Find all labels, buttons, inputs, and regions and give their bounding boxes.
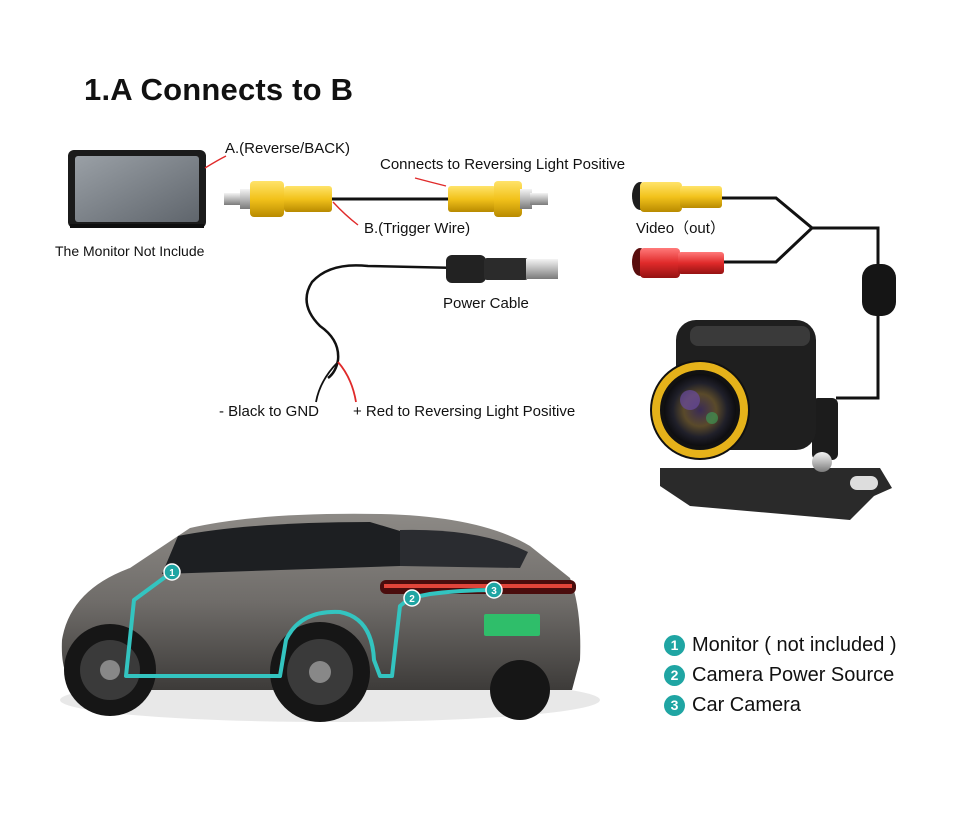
rca-connector-icon (632, 248, 724, 278)
car-marker-3-num: 3 (491, 586, 497, 597)
camera-icon (650, 320, 892, 520)
page-title: 1.A Connects to B (84, 72, 354, 107)
label-monitor-not-included: The Monitor Not Include (55, 243, 205, 259)
car-marker-1-num: 1 (169, 568, 175, 579)
label-black-gnd: - Black to GND (219, 403, 320, 420)
car-marker-2-num: 2 (409, 594, 415, 605)
monitor-icon (68, 150, 206, 228)
label-video-out: Video（out） (636, 220, 725, 237)
legend-item-car-camera: 3 Car Camera (664, 690, 897, 720)
car-marker-1: 1 (163, 563, 181, 581)
legend-text-car-camera: Car Camera (692, 693, 801, 716)
legend-item-monitor: 1 Monitor ( not included ) (664, 630, 897, 660)
rca-connector-icon (632, 182, 722, 212)
label-connects-positive: Connects to Reversing Light Positive (380, 156, 626, 173)
car-icon (60, 513, 600, 722)
legend-text-monitor: Monitor ( not included ) (692, 633, 897, 656)
legend-text-power-source: Camera Power Source (692, 663, 895, 686)
label-power-cable: Power Cable (443, 295, 529, 312)
rca-connector-icon (448, 181, 548, 217)
label-red-positive: + Red to Reversing Light Positive (353, 403, 576, 420)
legend-badge-1: 1 (664, 634, 685, 656)
dc-power-plug-icon (446, 255, 558, 283)
label-trigger-wire: B.(Trigger Wire) (364, 220, 471, 237)
legend-item-power-source: 2 Camera Power Source (664, 660, 897, 690)
label-reverse-back: A.(Reverse/BACK) (225, 140, 351, 157)
legend: 1 Monitor ( not included ) 2 Camera Powe… (664, 630, 897, 720)
rca-connector-icon (224, 181, 332, 217)
car-marker-2: 2 (403, 589, 421, 607)
legend-badge-3: 3 (664, 694, 685, 716)
car-marker-3: 3 (485, 581, 503, 599)
legend-badge-2: 2 (664, 664, 685, 686)
